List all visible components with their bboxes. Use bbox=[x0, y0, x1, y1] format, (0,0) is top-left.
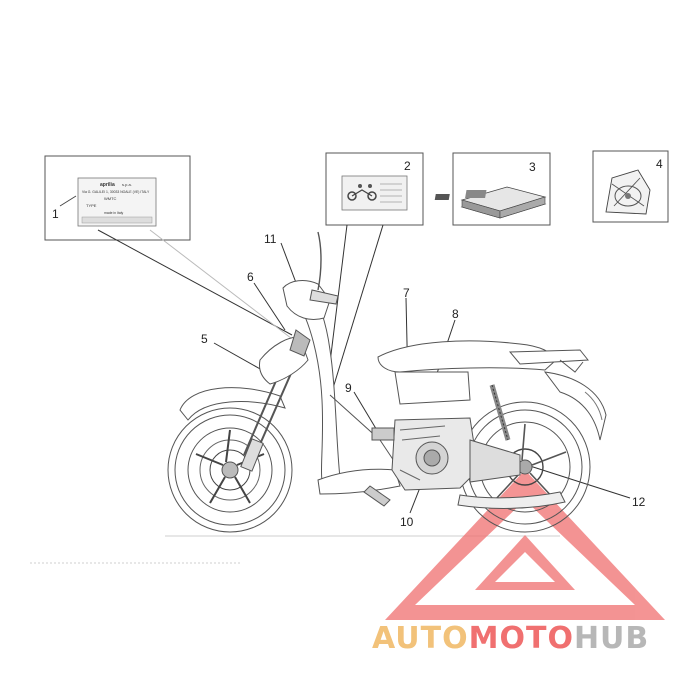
ground-lines bbox=[30, 535, 560, 564]
detail-box-4 bbox=[592, 150, 669, 223]
plate-brand: aprilia bbox=[100, 182, 115, 188]
callout-3: 3 bbox=[529, 160, 536, 174]
callout-10: 10 bbox=[400, 515, 414, 529]
plate-wmi: WMTC bbox=[104, 196, 117, 201]
callout-4: 4 bbox=[656, 157, 663, 171]
watermark-triangle bbox=[385, 470, 665, 620]
callout-5: 5 bbox=[201, 332, 208, 346]
tool-kit-bag bbox=[605, 169, 651, 215]
handlebar-assembly bbox=[282, 231, 339, 357]
callout-9: 9 bbox=[345, 381, 352, 395]
rear-fender bbox=[543, 371, 607, 441]
plate-brand-suffix: s.p.a. bbox=[122, 182, 132, 187]
plate-address: Via G. GALILEI 1, 30033 NOALE (VE) ITALY bbox=[82, 190, 150, 194]
watermark-hub: HUB bbox=[574, 621, 649, 656]
rear-carrier bbox=[508, 349, 589, 365]
callout-6: 6 bbox=[247, 270, 254, 284]
rear-shock bbox=[489, 384, 511, 441]
callout-7: 7 bbox=[403, 286, 410, 300]
callout-numbers: 1 2 3 4 5 6 7 8 9 10 11 12 bbox=[52, 157, 663, 529]
floorboard bbox=[317, 468, 401, 495]
engine-unit bbox=[371, 417, 521, 491]
plate-origin: made in Italy bbox=[104, 211, 124, 215]
side-panel bbox=[394, 371, 471, 405]
scooter-drawing bbox=[167, 231, 607, 533]
pressure-label bbox=[341, 175, 408, 211]
front-fender bbox=[179, 387, 286, 421]
callout-8: 8 bbox=[452, 307, 459, 321]
owners-manual bbox=[434, 186, 547, 219]
detail-box-3 bbox=[434, 152, 551, 226]
callout-11: 11 bbox=[264, 232, 277, 246]
detail-box-2 bbox=[325, 152, 424, 226]
callout-12: 12 bbox=[632, 495, 646, 509]
front-wheel bbox=[167, 407, 293, 533]
side-stand bbox=[363, 485, 391, 507]
watermark-moto: MOTO bbox=[469, 621, 574, 656]
callout-2: 2 bbox=[404, 159, 411, 173]
watermark-auto: AUTO bbox=[372, 621, 469, 656]
plate-type: TYPE bbox=[86, 203, 97, 208]
id-plate: aprilia s.p.a. Via G. GALILEI 1, 30033 N… bbox=[77, 177, 157, 227]
watermark: AUTOMOTOHUB bbox=[372, 621, 649, 656]
watermark-text: AUTOMOTOHUB bbox=[372, 621, 649, 656]
exhaust bbox=[457, 491, 566, 509]
detail-box-1: aprilia s.p.a. Via G. GALILEI 1, 30033 N… bbox=[44, 155, 191, 241]
callout-1: 1 bbox=[52, 207, 59, 221]
